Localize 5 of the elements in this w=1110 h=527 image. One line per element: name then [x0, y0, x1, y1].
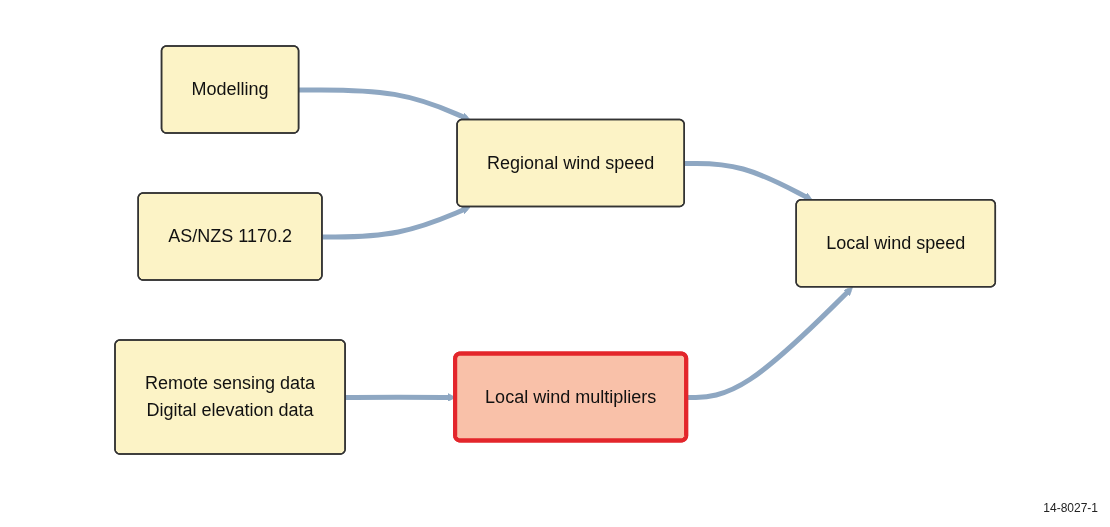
arrow — [298, 87, 471, 121]
arrow — [686, 286, 853, 400]
arrow — [322, 206, 471, 240]
figure-number: 14-8027-1 — [1043, 501, 1098, 515]
arrow — [684, 160, 813, 201]
